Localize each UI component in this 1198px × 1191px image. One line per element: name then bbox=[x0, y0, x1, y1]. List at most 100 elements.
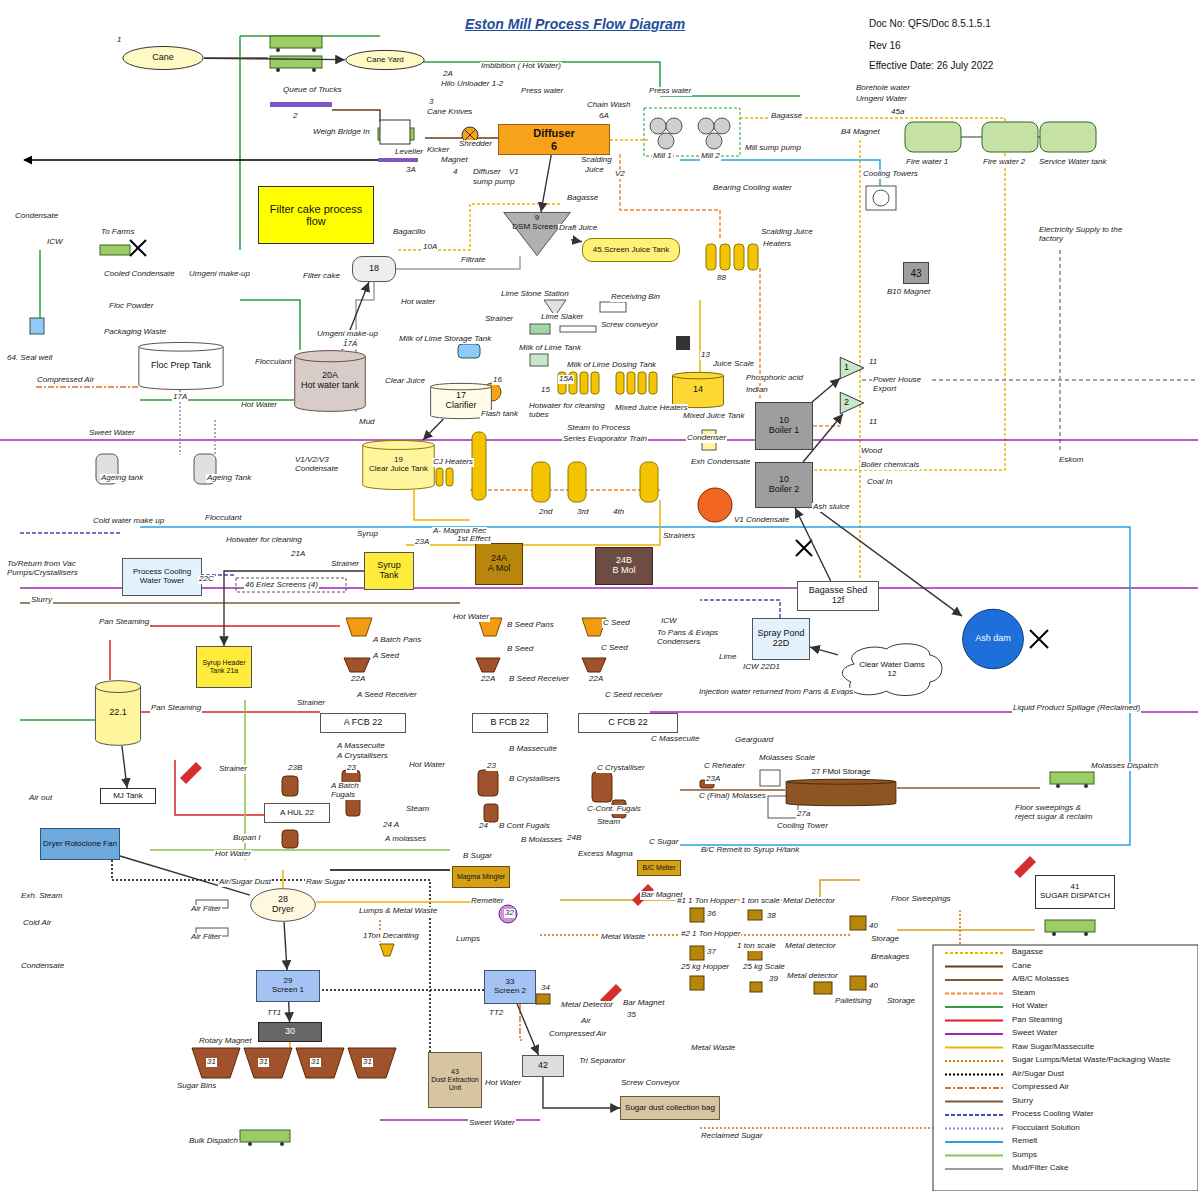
process-node: 24AA Mol bbox=[475, 543, 523, 585]
annotation-label: Hotwater for cleaning tubes bbox=[528, 402, 608, 420]
equipment-shape bbox=[627, 372, 635, 394]
annotation-label: Ageing Tank bbox=[206, 474, 252, 483]
graphic-part bbox=[192, 1048, 396, 1078]
annotation-label: Coal In bbox=[866, 478, 893, 487]
flow-line bbox=[406, 500, 660, 545]
annotation-label: C-Cont. Fugals bbox=[586, 805, 642, 814]
process-node: 14 bbox=[672, 372, 724, 408]
node-text: Ash dam bbox=[973, 634, 1013, 644]
annotation-label: Storage bbox=[886, 997, 916, 1006]
vessel-shape bbox=[499, 905, 517, 923]
node-text: Spray Pond bbox=[755, 629, 806, 639]
process-node: Syrup Tank bbox=[364, 552, 414, 590]
annotation-label: Ageing tank bbox=[100, 474, 144, 483]
annotation-label: 1 ton scale bbox=[740, 897, 781, 906]
legend-text: Raw Sugar/Massecuite bbox=[1012, 1043, 1094, 1052]
annotation-label: Strainers bbox=[662, 532, 696, 541]
annotation-label: 4 bbox=[452, 168, 458, 177]
annotation-label: C Seed bbox=[602, 619, 631, 628]
annotation-label: Injection water returned from Pans & Eva… bbox=[698, 688, 854, 697]
annotation-label: 15A bbox=[558, 375, 574, 384]
node-text: Bagasse Shed bbox=[807, 586, 870, 596]
annotation-label: Chain Wash bbox=[586, 101, 631, 110]
annotation-label: Hot Water bbox=[484, 1079, 522, 1088]
flow-line bbox=[140, 527, 1130, 845]
flow-line bbox=[396, 256, 520, 269]
flow-line bbox=[700, 600, 780, 618]
annotation-label: Condenser bbox=[686, 434, 727, 443]
annotation-label: Condensate bbox=[14, 212, 59, 221]
annotation-label: Metal Detector bbox=[560, 1001, 614, 1010]
annotation-label: Mixed Juice Tank bbox=[682, 412, 746, 421]
annotation-label: Air bbox=[580, 1017, 592, 1026]
tank-rim bbox=[95, 687, 140, 693]
flow-line bbox=[24, 159, 380, 161]
annotation-label: Magnet bbox=[440, 156, 469, 165]
annotation-label: Borehole water bbox=[855, 84, 911, 93]
legend-text: Mud/Filter Cake bbox=[1012, 1164, 1068, 1173]
annotation-label: Cooling Tower bbox=[776, 822, 829, 831]
annotation-label: Strainer bbox=[218, 765, 248, 774]
annotation-label: Leveller bbox=[394, 148, 424, 157]
annotation-label: 23A bbox=[705, 775, 721, 784]
annotation-label: Metal detector bbox=[784, 942, 837, 951]
flow-line bbox=[1030, 630, 1048, 648]
annotation-label: Metal Waste bbox=[600, 933, 646, 942]
equipment-shape bbox=[748, 910, 762, 920]
node-outline bbox=[840, 392, 864, 414]
equipment-shape bbox=[600, 302, 626, 312]
node-text: 28 bbox=[276, 895, 290, 905]
node-text: Filter cake process flow bbox=[259, 203, 373, 227]
annotation-label: 11 bbox=[868, 418, 878, 427]
annotation-label: Sweet Water bbox=[88, 429, 136, 438]
process-node: 1 bbox=[840, 357, 864, 379]
flow-line bbox=[322, 989, 484, 991]
equipment-shape bbox=[270, 102, 332, 107]
flow-line bbox=[425, 137, 498, 139]
hopper-shape bbox=[1014, 856, 1036, 878]
flow-line bbox=[620, 154, 720, 238]
node-text: Clear Water Dams bbox=[857, 661, 927, 670]
annotation-label: 1 bbox=[116, 36, 122, 45]
vessel-shape bbox=[650, 118, 666, 134]
annotation-label: 37 bbox=[706, 948, 717, 957]
hopper-shape bbox=[476, 658, 500, 672]
flow-line bbox=[740, 118, 1005, 470]
annotation-label: 46 Eriez Screens (4) bbox=[244, 581, 319, 590]
equipment-shape bbox=[850, 916, 866, 930]
annotation-label: CJ Heaters bbox=[432, 458, 474, 467]
annotation-label: Lumps & Metal Waste bbox=[358, 907, 438, 916]
tank-outline bbox=[673, 372, 724, 407]
annotation-label: Sweet Water bbox=[468, 1119, 516, 1128]
turbine-outline bbox=[840, 357, 864, 379]
node-text: Clarifier bbox=[443, 401, 478, 411]
annotation-label: Lime bbox=[718, 653, 737, 662]
equipment-shape bbox=[282, 830, 298, 848]
hopper-shape bbox=[346, 618, 372, 636]
annotation-label: Lime Slaker bbox=[540, 313, 584, 322]
equipment-shape bbox=[484, 804, 498, 822]
equipment-shape bbox=[282, 776, 298, 796]
vessel-shape bbox=[698, 118, 714, 134]
vessel-shape bbox=[312, 48, 316, 52]
equipment-shape bbox=[478, 770, 498, 796]
process-node: Syrup Header Tank 21a bbox=[196, 646, 252, 688]
node-text: 42 bbox=[536, 1061, 550, 1071]
tank-outline bbox=[295, 351, 366, 412]
diagram-title: Eston Mill Process Flow Diagram bbox=[465, 16, 685, 32]
flow-connector bbox=[812, 378, 840, 402]
annotation-label: Tri Separator bbox=[578, 1057, 626, 1066]
process-node: Sugar dust collection bag bbox=[620, 1096, 720, 1120]
node-outline bbox=[785, 779, 897, 806]
node-text: A Mol bbox=[486, 564, 513, 574]
annotation-label: A Massecuite bbox=[336, 742, 386, 751]
annotation-label: B/C Remelt to Syrup H/tank bbox=[700, 846, 800, 855]
equipment-shape bbox=[270, 56, 322, 68]
graphic-part bbox=[436, 244, 758, 502]
node-text: A HUL 22 bbox=[278, 809, 316, 818]
equipment-shape bbox=[616, 372, 624, 394]
flow-connector bbox=[122, 746, 127, 788]
process-node: 43Dust Extraction Unit bbox=[428, 1052, 482, 1108]
node-text: MJ Tank bbox=[111, 792, 145, 801]
